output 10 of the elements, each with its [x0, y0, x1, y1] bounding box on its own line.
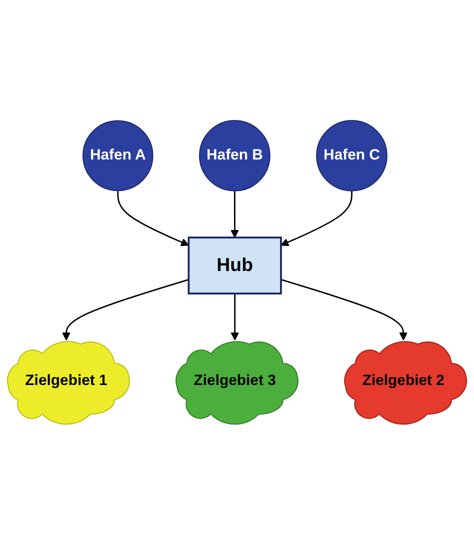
arrow [117, 190, 190, 246]
node-box: Hub [188, 236, 282, 294]
arrow [230, 190, 239, 238]
arrow [280, 278, 408, 340]
node-circle: Hafen B [199, 120, 270, 191]
arrow [280, 190, 352, 246]
node-circle: Hafen C [316, 120, 388, 191]
node-circle: Hafen A [82, 120, 154, 191]
arrow [230, 293, 239, 340]
arrow [62, 278, 189, 340]
